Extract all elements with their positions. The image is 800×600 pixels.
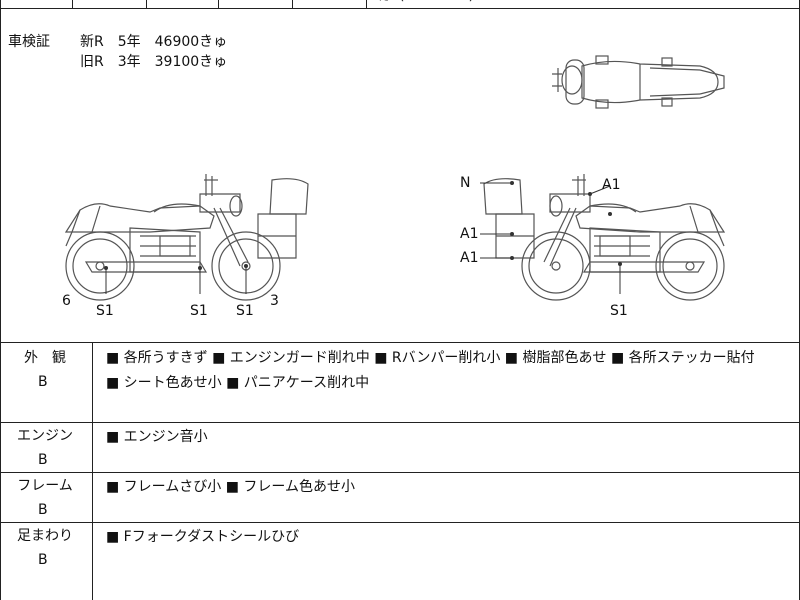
row-label: 足まわり (17, 528, 73, 544)
damage-point-marker (104, 266, 108, 270)
damage-point-marker (618, 262, 622, 266)
row-label: エンジン (17, 428, 73, 444)
label-a1: A1 (460, 226, 479, 242)
row-divider (0, 522, 800, 523)
header-cell-divider (72, 0, 73, 8)
row-label: 外 観 (24, 350, 66, 366)
motorcycle-right-view-icon (483, 174, 726, 301)
row-items-line: ■ エンジン音小 (106, 429, 208, 445)
damage-diagram (64, 55, 726, 301)
row-grade: B (38, 452, 48, 468)
header-partial-text: カ（・・・・・） (378, 0, 482, 8)
motorcycle-left-view-icon (64, 174, 309, 301)
header-cell-divider (218, 0, 219, 8)
damage-point-marker (608, 212, 612, 216)
row-items-line: ■ 各所うすきず ■ エンジンガード削れ中 ■ Rバンパー削れ小 ■ 樹脂部色あ… (106, 350, 755, 366)
row-divider (0, 472, 800, 473)
label-s1: S1 (190, 303, 208, 319)
motorcycle-top-view-icon (552, 55, 725, 109)
row-items-line: ■ シート色あせ小 ■ パニアケース削れ中 (106, 375, 370, 391)
damage-point-marker (198, 266, 202, 270)
row-grade: B (38, 552, 48, 568)
damage-point-marker (510, 181, 514, 185)
label-s1: S1 (236, 303, 254, 319)
shaken-label: 車検証 (8, 34, 50, 50)
damage-point-marker (588, 192, 592, 196)
label-n: N (460, 175, 471, 191)
row-items-line: ■ Fフォークダストシールひび (106, 529, 300, 545)
row-items-line: ■ フレームさび小 ■ フレーム色あせ小 (106, 479, 355, 495)
damage-point-marker (244, 264, 248, 268)
label-s1: S1 (610, 303, 628, 319)
column-divider (92, 342, 93, 600)
header-cell-divider (292, 0, 293, 8)
label-3: 3 (270, 293, 279, 309)
leader-line (589, 185, 611, 195)
label-6: 6 (62, 293, 71, 309)
row-grade: B (38, 374, 48, 390)
label-a1: A1 (602, 177, 621, 193)
header-cell-divider (366, 0, 367, 8)
label-a1: A1 (460, 250, 479, 266)
header-cell-divider (146, 0, 147, 8)
shaken-new: 新R 5年 46900きゅ (80, 34, 228, 50)
shaken-old: 旧R 3年 39100きゅ (80, 54, 228, 70)
row-grade: B (38, 502, 48, 518)
section-divider (0, 342, 800, 343)
label-s1: S1 (96, 303, 114, 319)
row-label: フレーム (17, 478, 73, 494)
header-divider (0, 8, 800, 9)
damage-point-marker (510, 232, 514, 236)
damage-point-marker (510, 256, 514, 260)
row-divider (0, 422, 800, 423)
